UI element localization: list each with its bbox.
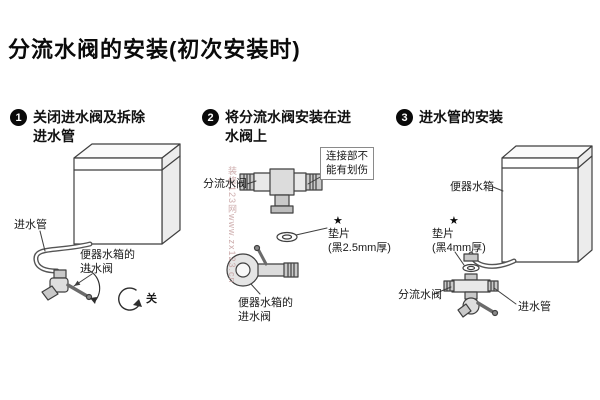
watermark: 装修123网www.zx123.cn bbox=[227, 166, 237, 284]
toilet-tank bbox=[501, 145, 593, 263]
step-3-number: 3 bbox=[396, 109, 413, 126]
step-1-heading: 关闭进水阀及拆除 进水管 bbox=[33, 109, 145, 144]
diverter-valve bbox=[239, 168, 323, 214]
star-icon: ★ bbox=[449, 215, 459, 227]
step-2-number: 2 bbox=[202, 109, 219, 126]
step-2-heading: 将分流水阀安装在进 水阀上 bbox=[225, 109, 351, 144]
step-1-header: 1 关闭进水阀及拆除 进水管 bbox=[10, 108, 192, 146]
toilet-tank bbox=[73, 143, 181, 245]
star-icon: ★ bbox=[333, 215, 343, 227]
label-diverter-2: 分流水阀 bbox=[203, 178, 247, 190]
gasket bbox=[462, 253, 480, 273]
label-tank-valve-2: 便器水箱的 进水阀 bbox=[238, 297, 293, 324]
diverter-assembly bbox=[443, 273, 499, 318]
step-3-diagram bbox=[433, 145, 593, 318]
step-1-diagram bbox=[33, 143, 181, 311]
label-tank-valve-1: 便器水箱的 进水阀 bbox=[80, 249, 135, 276]
close-arrow bbox=[118, 287, 142, 311]
label-gasket-3: 垫片 (黑4mm厚) bbox=[432, 228, 486, 255]
gasket bbox=[276, 231, 298, 243]
leader-lines bbox=[246, 175, 328, 295]
leader-lines bbox=[433, 186, 517, 305]
rotation-arrow bbox=[87, 269, 101, 304]
inlet-hose bbox=[33, 241, 93, 274]
label-inlet-pipe-3: 进水管 bbox=[518, 301, 551, 313]
step-1-number: 1 bbox=[10, 109, 27, 126]
step-3-header: 3 进水管的安装 bbox=[396, 108, 584, 127]
label-gasket-2: 垫片 (黑2.5mm厚) bbox=[328, 228, 391, 255]
caution-note: 连接部不 能有划伤 bbox=[320, 147, 374, 181]
leader-lines bbox=[39, 230, 93, 287]
step-3-heading: 进水管的安装 bbox=[419, 109, 503, 125]
page-title: 分流水阀的安装(初次安装时) bbox=[8, 37, 301, 62]
tank-inlet-valve bbox=[226, 244, 299, 287]
label-tank-3: 便器水箱 bbox=[450, 181, 494, 193]
label-inlet-pipe-1: 进水管 bbox=[14, 219, 47, 231]
step-2-diagram bbox=[226, 168, 328, 295]
step-2-header: 2 将分流水阀安装在进 水阀上 bbox=[202, 108, 390, 146]
label-close: 关 bbox=[146, 293, 157, 305]
label-diverter-3: 分流水阀 bbox=[398, 289, 442, 301]
